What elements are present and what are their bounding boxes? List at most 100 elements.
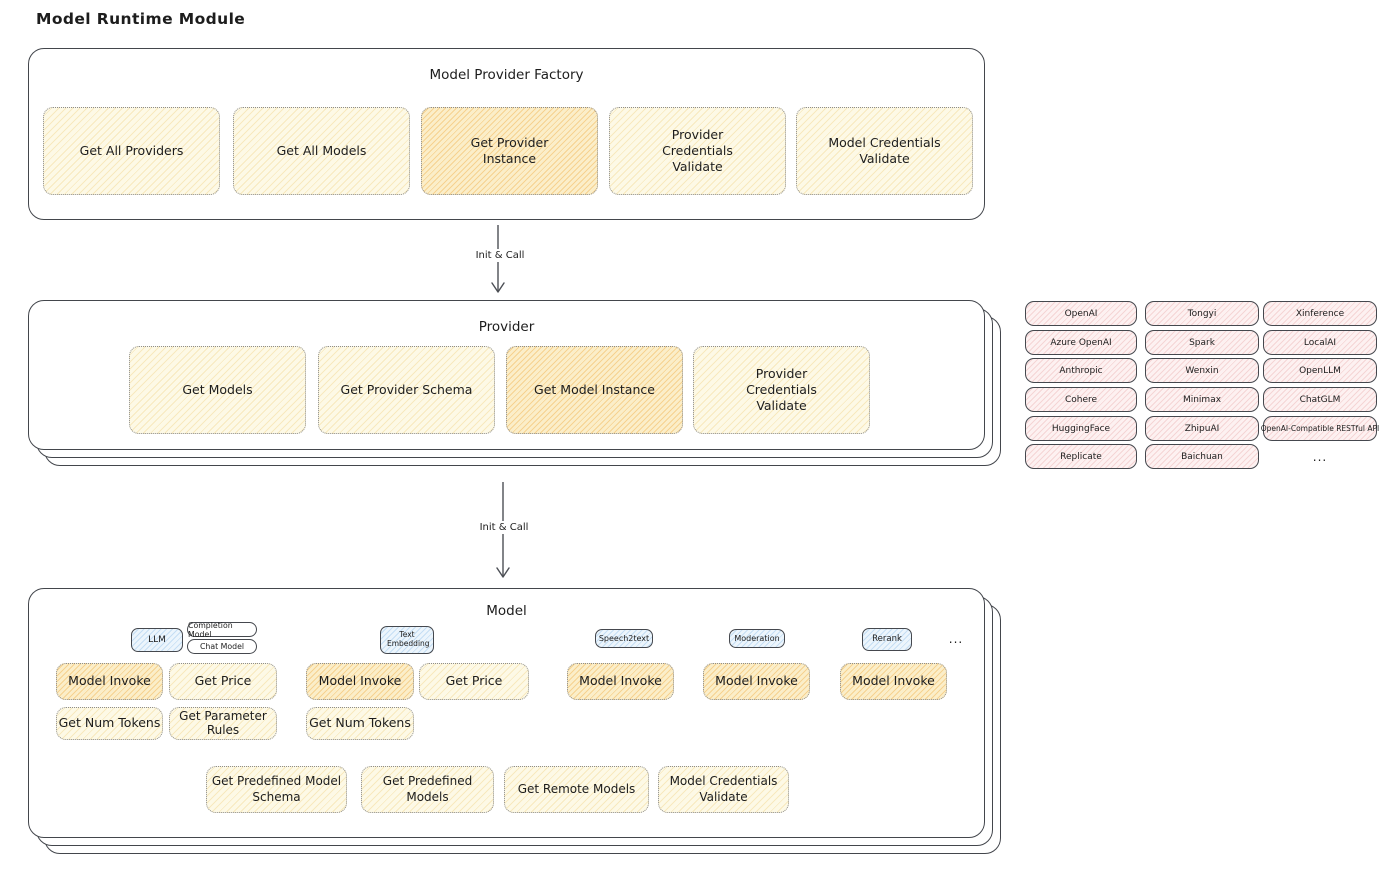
provider-chip-azure-openai: Azure OpenAI (1025, 330, 1137, 355)
tag-label: Chat Model (199, 642, 245, 651)
tag-moderation: Moderation (729, 629, 785, 648)
node-label: Get Predefined Model Schema (211, 773, 342, 804)
node-label: Model Invoke (68, 673, 151, 689)
provider-chip-minimax: Minimax (1145, 387, 1259, 412)
node-llm-get-num-tokens: Get Num Tokens (56, 707, 163, 740)
node-label: Model Credentials Validate (828, 134, 941, 166)
node-get-provider-instance: Get Provider Instance (421, 107, 598, 195)
node-embedding-model-invoke: Model Invoke (306, 663, 414, 700)
node-llm-model-invoke: Model Invoke (56, 663, 163, 700)
model-container: Model LLM Completion Model Chat Model Te… (28, 588, 985, 838)
node-provider-credentials-validate: Provider Credentials Validate (609, 107, 786, 195)
node-get-predefined-model-schema: Get Predefined Model Schema (206, 766, 347, 813)
provider-chip-openllm: OpenLLM (1263, 358, 1377, 383)
node-label: Model Invoke (715, 673, 798, 689)
node-label: Get Predefined Models (382, 773, 473, 804)
chip-label: HuggingFace (1051, 423, 1111, 434)
chip-label: Tongyi (1187, 308, 1217, 319)
provider-chip-replicate: Replicate (1025, 444, 1137, 469)
factory-container: Model Provider Factory Get All Providers… (28, 48, 985, 220)
node-moderation-model-invoke: Model Invoke (703, 663, 810, 700)
chip-label: Wenxin (1185, 365, 1219, 376)
node-label: Get Model Instance (534, 381, 655, 397)
node-label: Get Remote Models (517, 781, 636, 796)
node-label: Get Provider Instance (470, 134, 549, 166)
tag-speech2text: Speech2text (595, 629, 653, 648)
provider-chip-huggingface: HuggingFace (1025, 416, 1137, 441)
node-model-credentials-validate: Model Credentials Validate (796, 107, 973, 195)
chip-label: Xinference (1295, 308, 1345, 319)
tag-label: Text Embedding (387, 630, 430, 648)
provider-container: Provider Get Models Get Provider Schema … (28, 300, 985, 450)
provider-chip-zhipuai: ZhipuAI (1145, 416, 1259, 441)
node-label: Get Models (182, 381, 253, 397)
tag-label: LLM (148, 634, 166, 645)
node-label: Get All Providers (79, 142, 184, 158)
provider-chip-chatglm: ChatGLM (1263, 387, 1377, 412)
node-label: Model Invoke (318, 673, 402, 689)
chip-label: OpenAI-Compatible RESTful API (1260, 424, 1380, 433)
node-llm-get-price: Get Price (169, 663, 277, 700)
providers-ellipsis: ... (1312, 449, 1328, 464)
chip-label: Azure OpenAI (1050, 337, 1112, 348)
tag-label: Moderation (734, 633, 780, 643)
node-rerank-model-invoke: Model Invoke (840, 663, 947, 700)
node-get-all-models: Get All Models (233, 107, 410, 195)
chip-label: Spark (1189, 337, 1215, 348)
node-label: Model Invoke (852, 673, 935, 689)
tag-chat-model: Chat Model (187, 639, 257, 654)
node-label: Get Price (445, 673, 503, 689)
provider-chip-localai: LocalAI (1263, 330, 1377, 355)
node-speech2text-model-invoke: Model Invoke (567, 663, 674, 700)
provider-chip-anthropic: Anthropic (1025, 358, 1137, 383)
node-provider-credentials-validate-2: Provider Credentials Validate (693, 346, 870, 434)
node-get-model-instance: Get Model Instance (506, 346, 683, 434)
node-get-remote-models: Get Remote Models (504, 766, 649, 813)
node-label: Get Provider Schema (340, 381, 473, 397)
tag-llm: LLM (131, 628, 183, 652)
node-model-credentials-validate-2: Model Credentials Validate (658, 766, 789, 813)
node-label: Get Num Tokens (58, 715, 161, 731)
node-label: Provider Credentials Validate (746, 365, 817, 414)
chip-label: OpenAI (1064, 308, 1098, 319)
node-get-predefined-models: Get Predefined Models (361, 766, 494, 813)
tags-ellipsis: ... (948, 632, 964, 646)
chip-label: Cohere (1064, 394, 1098, 405)
chip-label: OpenLLM (1299, 365, 1341, 376)
tag-text-embedding: Text Embedding (380, 626, 434, 654)
chip-label: ChatGLM (1299, 394, 1341, 405)
node-label: Model Credentials Validate (669, 773, 778, 804)
chip-label: LocalAI (1303, 337, 1337, 348)
provider-chip-openai-compatible-restful-api: OpenAI-Compatible RESTful API (1260, 416, 1380, 441)
chip-label: Anthropic (1059, 365, 1103, 376)
node-label: Model Invoke (579, 673, 662, 689)
tag-completion-model: Completion Model (187, 620, 257, 639)
provider-chip-openai: OpenAI (1025, 301, 1137, 326)
tag-label: Completion Model (188, 620, 233, 639)
chip-label: Baichuan (1181, 451, 1223, 462)
provider-chip-wenxin: Wenxin (1145, 358, 1259, 383)
node-llm-get-parameter-rules: Get Parameter Rules (169, 707, 277, 740)
provider-chip-spark: Spark (1145, 330, 1259, 355)
provider-chip-xinference: Xinference (1263, 301, 1377, 326)
node-get-models: Get Models (129, 346, 306, 434)
chip-label: Replicate (1060, 451, 1102, 462)
chip-label: Minimax (1182, 394, 1222, 405)
tag-label: Rerank (872, 633, 902, 644)
node-get-all-providers: Get All Providers (43, 107, 220, 195)
arrow-label-init-call-1: Init & Call (458, 249, 542, 262)
node-get-provider-schema: Get Provider Schema (318, 346, 495, 434)
model-title: Model (486, 603, 527, 619)
chip-label: ZhipuAI (1184, 423, 1220, 434)
node-label: Get Num Tokens (309, 715, 411, 731)
page-title: Model Runtime Module (36, 10, 246, 28)
tag-label: Speech2text (598, 633, 650, 643)
node-label: Get Parameter Rules (179, 708, 267, 737)
node-embedding-get-price: Get Price (419, 663, 529, 700)
node-label: Get Price (194, 673, 252, 689)
provider-chip-tongyi: Tongyi (1145, 301, 1259, 326)
node-label: Provider Credentials Validate (662, 126, 733, 175)
tag-rerank: Rerank (862, 628, 912, 651)
provider-chip-baichuan: Baichuan (1145, 444, 1259, 469)
